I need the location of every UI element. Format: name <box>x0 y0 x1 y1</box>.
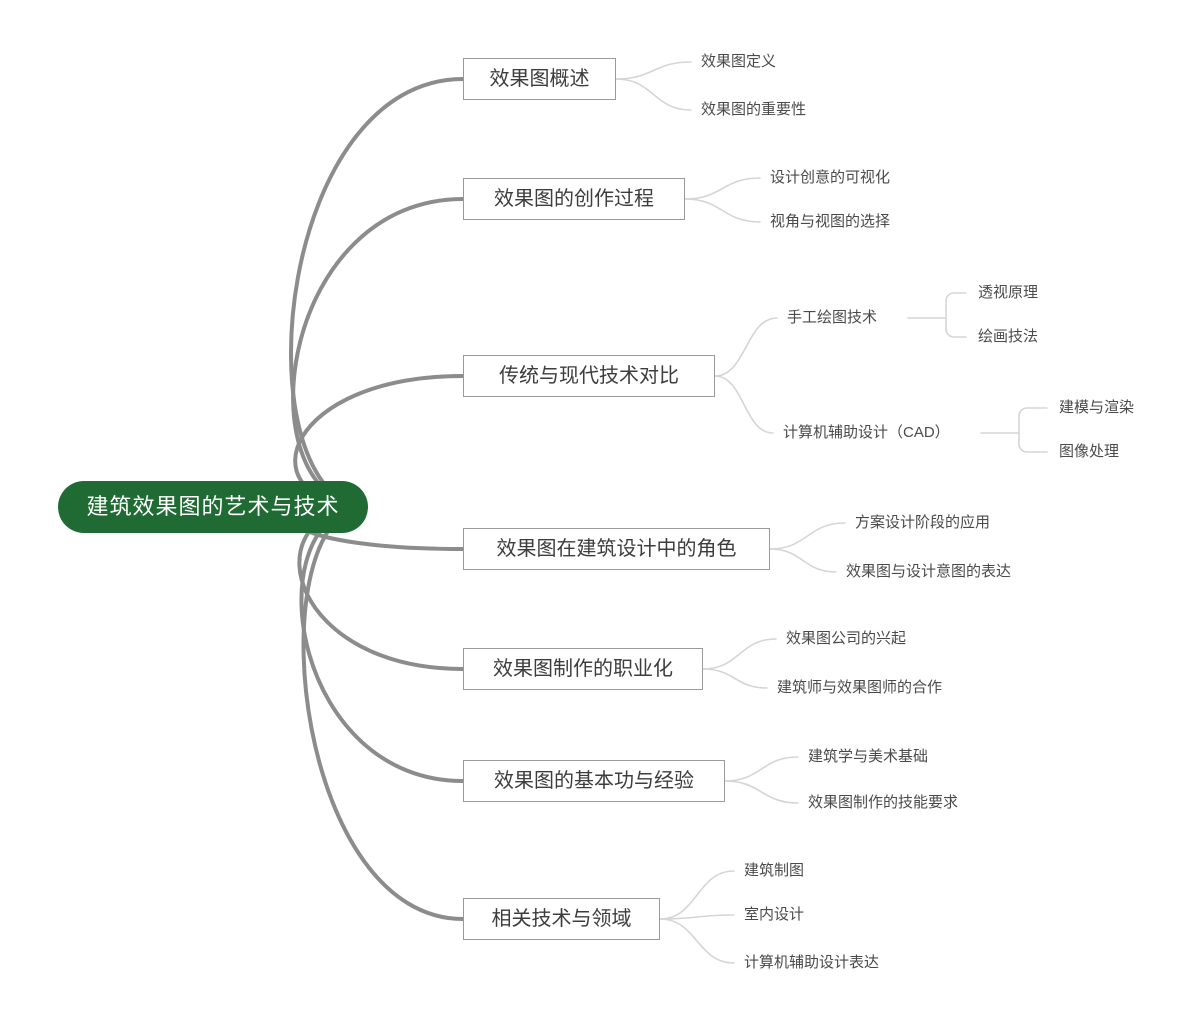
root-node[interactable]: 建筑效果图的艺术与技术 <box>58 481 368 533</box>
child-link <box>684 177 761 200</box>
child-link <box>724 756 799 782</box>
leaf-node-2-2[interactable]: 视角与视图的选择 <box>770 213 891 230</box>
branch-node-1[interactable]: 效果图概述 <box>463 58 616 100</box>
grandchild-link <box>945 328 967 338</box>
branch-node-3[interactable]: 传统与现代技术对比 <box>463 355 715 397</box>
main-branch-link <box>288 77 465 509</box>
leaf-node-2-1[interactable]: 设计创意的可视化 <box>770 169 891 186</box>
child-link <box>769 548 837 573</box>
leaf-node-7-3[interactable]: 计算机辅助设计表达 <box>744 954 880 971</box>
leaf-node-1-2[interactable]: 效果图的重要性 <box>701 101 807 118</box>
grandchild-link <box>1018 443 1048 453</box>
child-link <box>659 870 735 920</box>
leaf-node-6-2[interactable]: 效果图制作的技能要求 <box>808 794 959 811</box>
child-link <box>702 638 777 670</box>
leaf-node-1-1[interactable]: 效果图定义 <box>701 53 777 70</box>
child-link <box>724 780 799 804</box>
leaf-node-6-1[interactable]: 建筑学与美术基础 <box>808 748 929 765</box>
branch-node-2[interactable]: 效果图的创作过程 <box>463 178 685 220</box>
leaf-node-5-2[interactable]: 建筑师与效果图师的合作 <box>777 679 943 696</box>
branch-node-4[interactable]: 效果图在建筑设计中的角色 <box>463 528 770 570</box>
sub-leaf-node-3-1-1[interactable]: 透视原理 <box>978 284 1039 301</box>
sub-leaf-node-3-2-1[interactable]: 建模与渲染 <box>1059 399 1135 416</box>
leaf-node-3-1[interactable]: 手工绘图技术 <box>787 309 878 326</box>
sub-leaf-node-3-2-2[interactable]: 图像处理 <box>1059 443 1120 460</box>
child-link <box>769 522 846 550</box>
main-branch-link <box>291 197 465 509</box>
leaf-node-4-1[interactable]: 方案设计阶段的应用 <box>855 514 991 531</box>
child-link <box>702 668 768 689</box>
branch-node-6[interactable]: 效果图的基本功与经验 <box>463 760 725 802</box>
branch-node-5[interactable]: 效果图制作的职业化 <box>463 648 703 690</box>
leaf-node-7-2[interactable]: 室内设计 <box>744 906 805 923</box>
child-link <box>714 317 778 377</box>
grandchild-link <box>1018 407 1048 417</box>
child-link <box>659 918 735 964</box>
leaf-node-5-1[interactable]: 效果图公司的兴起 <box>786 630 907 647</box>
leaf-node-4-2[interactable]: 效果图与设计意图的表达 <box>846 563 1012 580</box>
branch-node-7[interactable]: 相关技术与领域 <box>463 898 660 940</box>
child-link <box>615 61 692 80</box>
child-link <box>684 198 761 223</box>
sub-leaf-node-3-1-2[interactable]: 绘画技法 <box>978 328 1039 345</box>
main-branch-link <box>301 505 465 921</box>
child-link <box>615 78 692 111</box>
main-branch-link <box>299 505 465 783</box>
child-link <box>659 914 735 920</box>
grandchild-link <box>945 292 967 302</box>
leaf-node-7-1[interactable]: 建筑制图 <box>744 862 805 879</box>
leaf-node-3-2[interactable]: 计算机辅助设计（CAD） <box>783 424 950 441</box>
child-link <box>714 375 774 434</box>
